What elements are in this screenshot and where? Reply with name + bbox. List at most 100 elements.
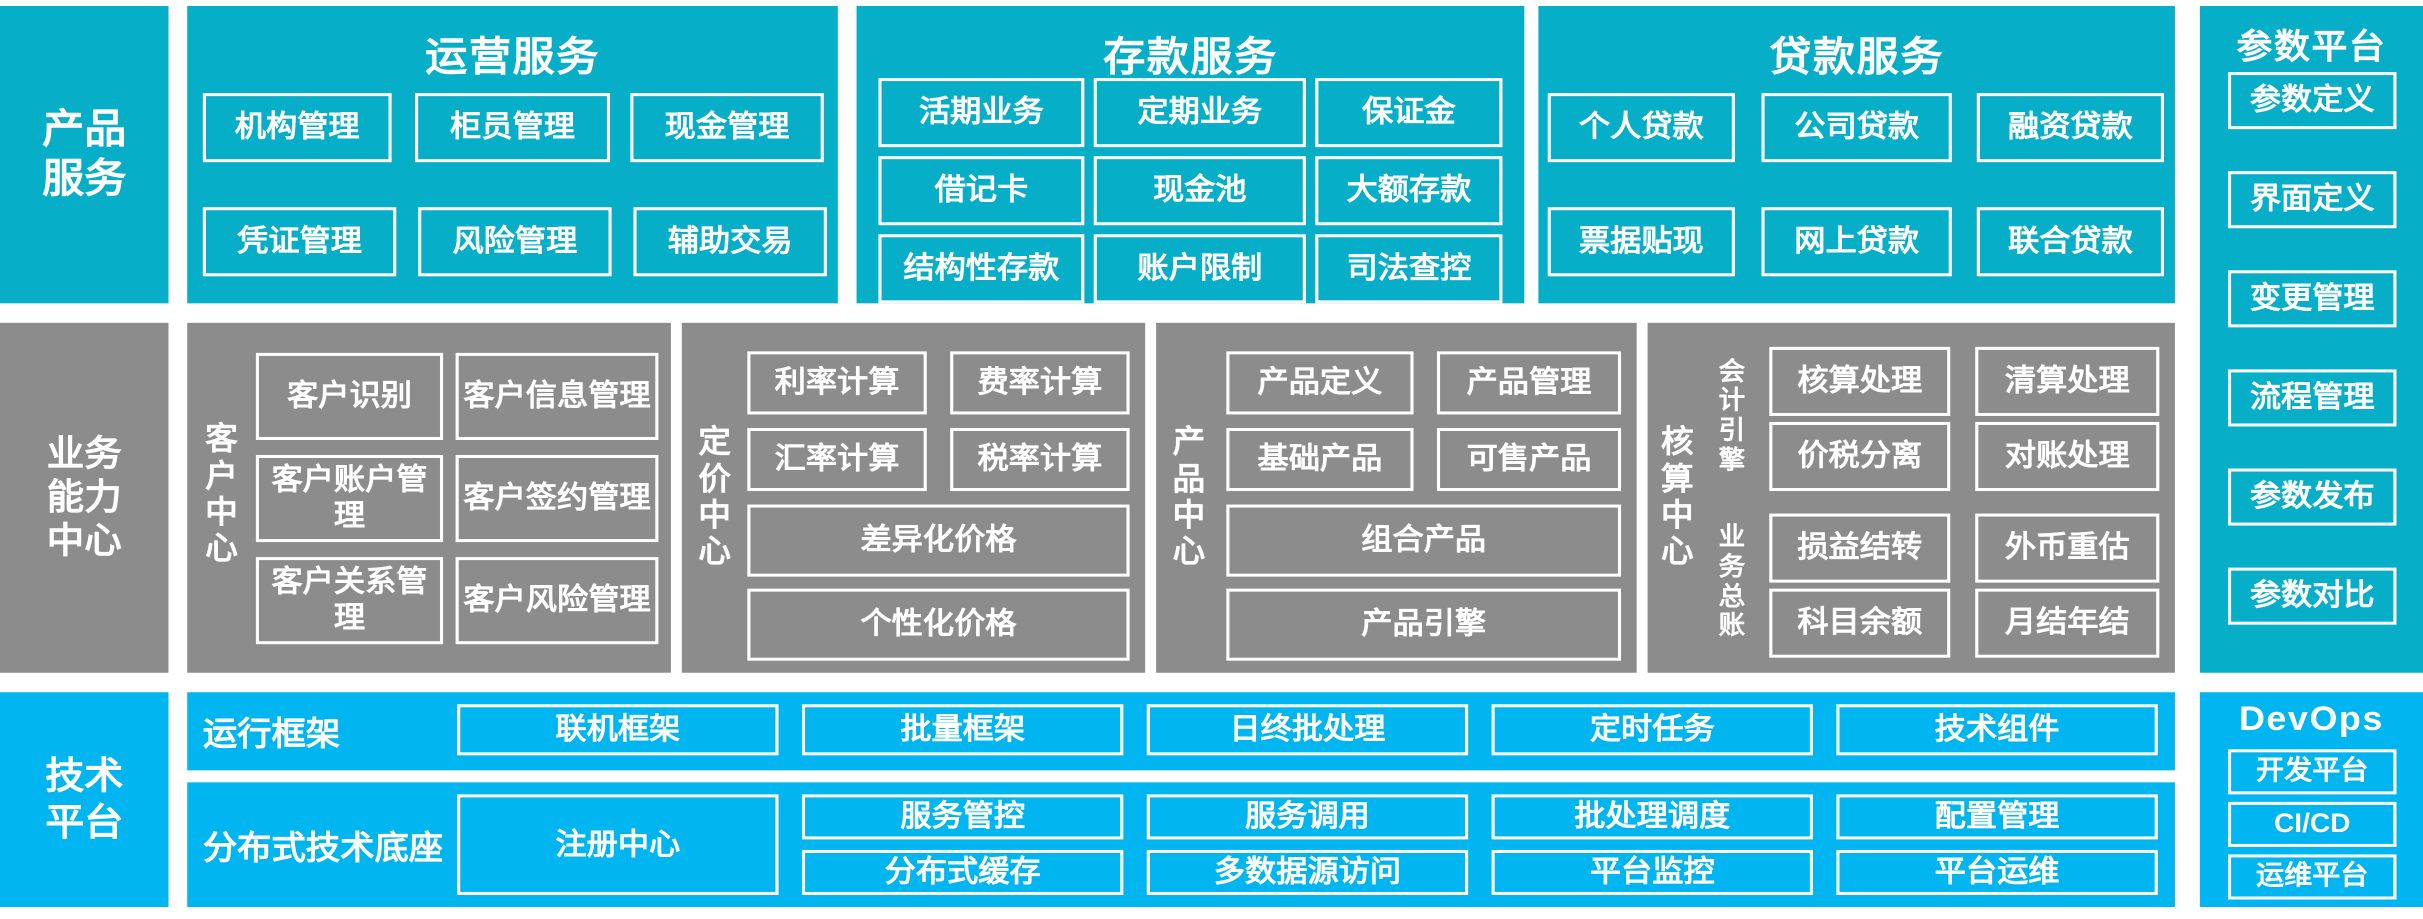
- cell-peizhi-guanli[interactable]: 配置管理: [1836, 794, 2158, 840]
- general-ledger-char-1: 务: [1718, 552, 1746, 581]
- cell-piliang-kuangjia[interactable]: 批量框架: [801, 704, 1124, 756]
- center-pricing-char-0: 定: [698, 425, 731, 460]
- cell-kehu-shibie[interactable]: 客户识别: [255, 352, 444, 440]
- cell-kehu-xinxi-guanli[interactable]: 客户信息管理: [455, 352, 659, 440]
- group-loan-service-title: 贷款服务: [1769, 34, 1945, 80]
- cell-biangeng-guanli[interactable]: 变更管理: [2227, 270, 2397, 328]
- center-product-char-0: 产: [1172, 425, 1206, 460]
- product-service-side-label: 产品 服务: [0, 6, 169, 304]
- devops-panel: DevOps 开发平台 CI/CD 运维平台: [2199, 692, 2423, 907]
- cell-yuejie-nianjie[interactable]: 月结年结: [1975, 588, 2160, 658]
- cell-pichuli-diaodu[interactable]: 批处理调度: [1491, 794, 1813, 840]
- cell-kehu-fengxian-guanli[interactable]: 客户风险管理: [455, 557, 659, 645]
- center-customer-char-3: 心: [205, 532, 238, 567]
- center-customer-name: 客 户 中 心: [200, 368, 244, 623]
- cell-fuwu-guankong[interactable]: 服务管控: [801, 794, 1124, 840]
- center-product-char-3: 心: [1172, 535, 1206, 570]
- group-loan-service: 贷款服务 个人贷款 公司贷款 融资贷款 票据贴现 网上贷款 联合贷款: [1538, 6, 2175, 304]
- cell-zhuce-zhongxin[interactable]: 注册中心: [457, 794, 779, 895]
- cell-sunyi-jiezhuan[interactable]: 损益结转: [1769, 513, 1951, 583]
- cell-lilv-jisuan[interactable]: 利率计算: [747, 351, 927, 415]
- devops-title: DevOps: [2238, 698, 2384, 738]
- cell-fenbushi-huancun[interactable]: 分布式缓存: [801, 849, 1124, 895]
- cell-hesuan-chuli[interactable]: 核算处理: [1769, 346, 1951, 416]
- cell-kehu-qianyue-guanli[interactable]: 客户签约管理: [455, 454, 659, 543]
- cell-kehu-zhanghu-guanli[interactable]: 客户账户管理: [255, 454, 444, 543]
- cell-jishu-zujian[interactable]: 技术组件: [1836, 704, 2158, 756]
- cell-wangshang-daikuan[interactable]: 网上贷款: [1761, 207, 1952, 277]
- cell-rizhong-pichuli[interactable]: 日终批处理: [1146, 704, 1469, 756]
- cell-gongsi-daikuan[interactable]: 公司贷款: [1761, 93, 1952, 163]
- cell-duizhang-chuli[interactable]: 对账处理: [1975, 421, 2160, 492]
- accounting-engine-char-3: 擎: [1718, 445, 1746, 475]
- center-product: 产 品 中 心 产品定义 产品管理 基础产品 可售产品 组合产品 产品引擎: [1156, 322, 1637, 673]
- cell-fengxian-guanli[interactable]: 风险管理: [418, 207, 612, 277]
- cell-huilv-jisuan[interactable]: 汇率计算: [747, 427, 927, 492]
- center-product-char-2: 中: [1172, 498, 1206, 534]
- cell-zuhe-chanpin[interactable]: 组合产品: [1226, 504, 1622, 577]
- cell-waibi-zhonggu[interactable]: 外币重估: [1975, 513, 2160, 583]
- cell-zhanghu-xianzhi[interactable]: 账户限制: [1093, 234, 1306, 304]
- cell-jijika[interactable]: 借记卡: [878, 156, 1085, 226]
- cell-feilv-jisuan[interactable]: 费率计算: [950, 351, 1130, 415]
- cell-fuwu-diaoyong[interactable]: 服务调用: [1146, 794, 1469, 840]
- cell-chanpin-dingyi[interactable]: 产品定义: [1226, 351, 1414, 415]
- cell-jiashui-fenli[interactable]: 价税分离: [1769, 421, 1951, 492]
- center-pricing-name: 定 价 中 心: [694, 401, 735, 596]
- center-pricing-char-3: 心: [698, 535, 731, 570]
- accounting-engine-char-0: 会: [1718, 356, 1746, 386]
- cell-chanpin-guanli[interactable]: 产品管理: [1436, 351, 1622, 415]
- cell-shuilv-jisuan[interactable]: 税率计算: [950, 427, 1130, 492]
- cell-canshu-fabu[interactable]: 参数发布: [2227, 468, 2397, 526]
- cell-lianji-kuangjia[interactable]: 联机框架: [457, 704, 779, 756]
- accounting-engine-char-2: 引: [1718, 415, 1746, 445]
- cell-geren-daikuan[interactable]: 个人贷款: [1547, 93, 1735, 163]
- cell-chanpin-yinqing[interactable]: 产品引擎: [1226, 588, 1622, 661]
- cell-jiegouxing-cunkuan[interactable]: 结构性存款: [878, 234, 1085, 304]
- param-platform-panel: 参数平台 参数定义 界面定义 变更管理 流程管理 参数发布 参数对比: [2199, 6, 2423, 673]
- cell-pingtai-jiankong[interactable]: 平台监控: [1491, 849, 1813, 895]
- center-accounting-char-3: 心: [1660, 535, 1694, 570]
- cell-huoqi-yewu[interactable]: 活期业务: [878, 78, 1085, 148]
- param-platform-title: 参数平台: [2236, 27, 2387, 67]
- cell-gexinghua-jiage[interactable]: 个性化价格: [747, 588, 1130, 661]
- cell-yunwei-pingtai[interactable]: 运维平台: [2227, 854, 2397, 900]
- cell-xianjinchi[interactable]: 现金池: [1093, 156, 1306, 226]
- cell-chayihua-jiage[interactable]: 差异化价格: [747, 504, 1130, 577]
- cell-duoshujuyuan-fangwen[interactable]: 多数据源访问: [1146, 849, 1469, 895]
- cell-xianjin-guanli[interactable]: 现金管理: [630, 93, 824, 163]
- tech-row-distributed-base: 分布式技术底座 注册中心 服务管控 服务调用 批处理调度 配置管理 分布式缓存 …: [187, 782, 2175, 907]
- cell-kaifa-pingtai[interactable]: 开发平台: [2227, 749, 2397, 795]
- cell-kehu-guanxi-guanli[interactable]: 客户关系管理: [255, 557, 444, 645]
- business-label-line-2: 中心: [46, 521, 122, 562]
- cell-ci-cd[interactable]: CI/CD: [2227, 801, 2397, 847]
- cell-dingshi-renwu[interactable]: 定时任务: [1491, 704, 1813, 756]
- cell-lianhe-daikuan[interactable]: 联合贷款: [1976, 207, 2165, 277]
- cell-dingqi-yewu[interactable]: 定期业务: [1093, 78, 1306, 148]
- cell-keshou-chanpin[interactable]: 可售产品: [1436, 427, 1622, 492]
- center-pricing: 定 价 中 心 利率计算 费率计算 汇率计算 税率计算 差异化价格 个性化价格: [681, 322, 1146, 673]
- center-product-name: 产 品 中 心: [1169, 401, 1210, 596]
- group-deposit-service: 存款服务 活期业务 定期业务 保证金 借记卡 现金池 大额存款 结构性存款 账户…: [856, 6, 1525, 304]
- cell-piaoju-tiexian[interactable]: 票据贴现: [1547, 207, 1735, 277]
- cell-guiyuan-guanli[interactable]: 柜员管理: [415, 93, 611, 163]
- center-product-char-1: 品: [1172, 461, 1206, 497]
- cell-canshu-dingyi[interactable]: 参数定义: [2227, 72, 2397, 130]
- cell-pingzheng-guanli[interactable]: 凭证管理: [202, 207, 397, 277]
- cell-sifa-chakong[interactable]: 司法查控: [1315, 234, 1503, 304]
- cell-canshu-duibi[interactable]: 参数对比: [2227, 567, 2397, 625]
- cell-pingtai-yunwei[interactable]: 平台运维: [1836, 849, 2158, 895]
- cell-kemu-yue[interactable]: 科目余额: [1769, 588, 1951, 658]
- business-capability-side-label: 业务 能力 中心: [0, 322, 169, 673]
- cell-jiemian-dingyi[interactable]: 界面定义: [2227, 171, 2397, 229]
- cell-daedecunkuan[interactable]: 大额存款: [1315, 156, 1503, 226]
- cell-jichu-chanpin[interactable]: 基础产品: [1226, 427, 1414, 492]
- center-pricing-char-1: 价: [698, 461, 731, 497]
- cell-baozhengjin[interactable]: 保证金: [1315, 78, 1503, 148]
- cell-qingsuan-chuli[interactable]: 清算处理: [1975, 346, 2160, 416]
- cell-liucheng-guanli[interactable]: 流程管理: [2227, 369, 2397, 427]
- cell-rongzi-daikuan[interactable]: 融资贷款: [1976, 93, 2165, 163]
- cell-fuzhu-jiaoyi[interactable]: 辅助交易: [633, 207, 827, 277]
- cell-jigou-guanli[interactable]: 机构管理: [202, 93, 392, 163]
